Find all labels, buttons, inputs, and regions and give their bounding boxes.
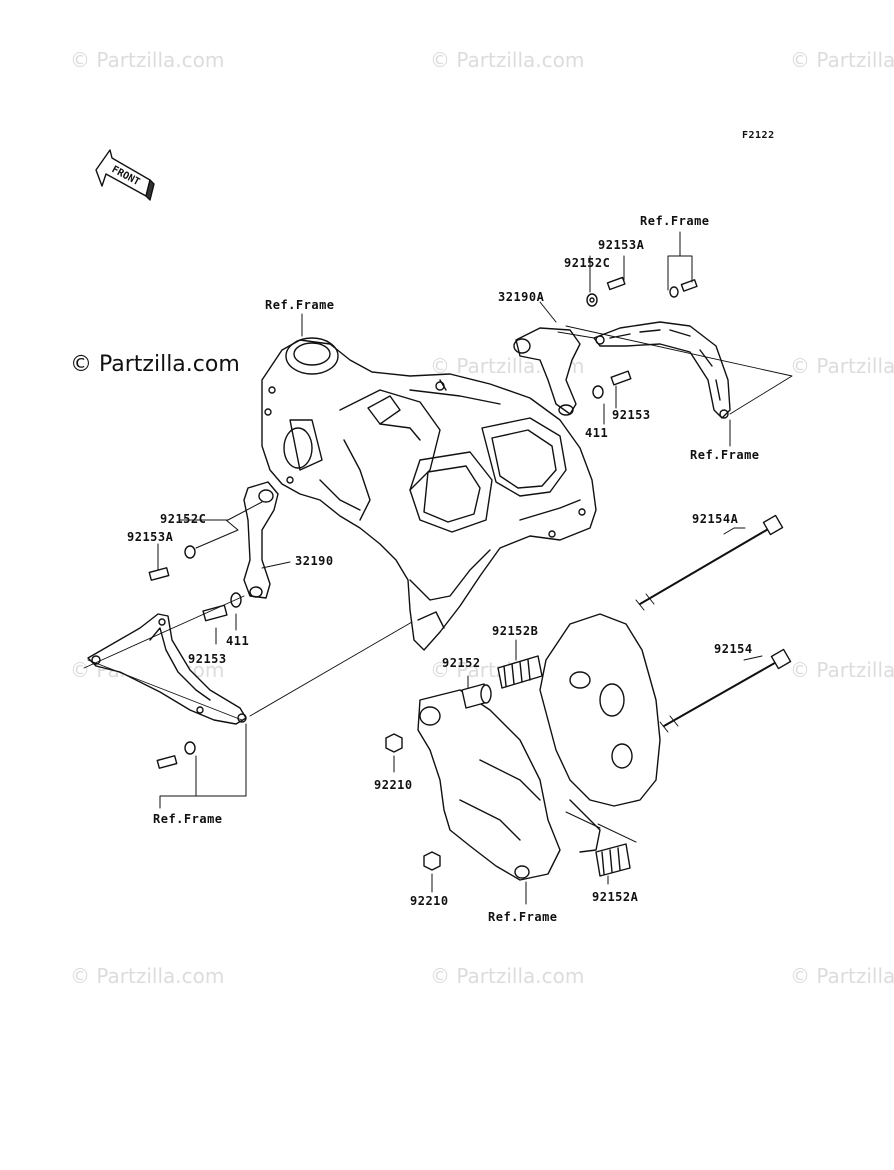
label-32190: 32190 [295,554,334,568]
label-ref-frame-upper-left: Ref.Frame [265,298,335,312]
watermark-text: © Partzilla.com [430,964,585,988]
diagram-code: F2122 [742,130,775,141]
label-92153-left: 92153 [188,652,227,666]
label-92210-upper: 92210 [374,778,413,792]
watermark-text: © Partzilla.com [430,48,585,72]
watermark-text: © Partzilla.com [790,354,894,378]
label-ref-frame-bottom: Ref.Frame [488,910,558,924]
bolt-92153-icon [148,545,242,769]
label-92152B: 92152B [492,624,539,638]
label-ref-frame-lower-left: Ref.Frame [153,812,223,826]
label-92153A-top: 92153A [598,238,645,252]
label-92154: 92154 [714,642,753,656]
label-411-right: 411 [585,426,609,440]
collar-92152-icon [461,683,492,709]
watermark-text: © Partzilla.com [790,658,894,682]
guide-lines [83,325,793,721]
watermark-main: © Partzilla.com [70,352,240,377]
label-32190A: 32190A [498,290,545,304]
watermark-text: © Partzilla.com [70,964,225,988]
through-bolt-92154-icon [659,648,792,733]
label-92152A: 92152A [592,890,639,904]
watermark-text: © Partzilla.com [70,48,225,72]
label-92210-lower: 92210 [410,894,449,908]
label-ref-frame-right: Ref.Frame [690,448,760,462]
nut-92210-icon [385,733,441,871]
bolt-92153A-icon [586,276,698,399]
engine-hanger-32190-icon [87,481,279,725]
collar-92152B-icon [497,655,543,689]
engine-mount-icon [417,613,661,881]
label-92153-right: 92153 [612,408,651,422]
label-92154A: 92154A [692,512,739,526]
watermark-text: © Partzilla.com [790,964,894,988]
label-92152C-top: 92152C [564,256,611,270]
label-92152C-left: 92152C [160,512,207,526]
label-ref-frame-top: Ref.Frame [640,214,710,228]
label-92153A-left: 92153A [127,530,174,544]
leader-lines [157,231,763,905]
front-arrow-icon: FRONT [95,149,155,201]
watermark-text: © Partzilla.com [790,48,894,72]
label-92152: 92152 [442,656,481,670]
collar-92152A-icon [595,843,631,877]
main-frame-icon [261,337,597,651]
label-411-left: 411 [226,634,250,648]
through-bolt-92154A-icon [635,514,784,611]
engine-hanger-32190A-icon [513,321,731,419]
